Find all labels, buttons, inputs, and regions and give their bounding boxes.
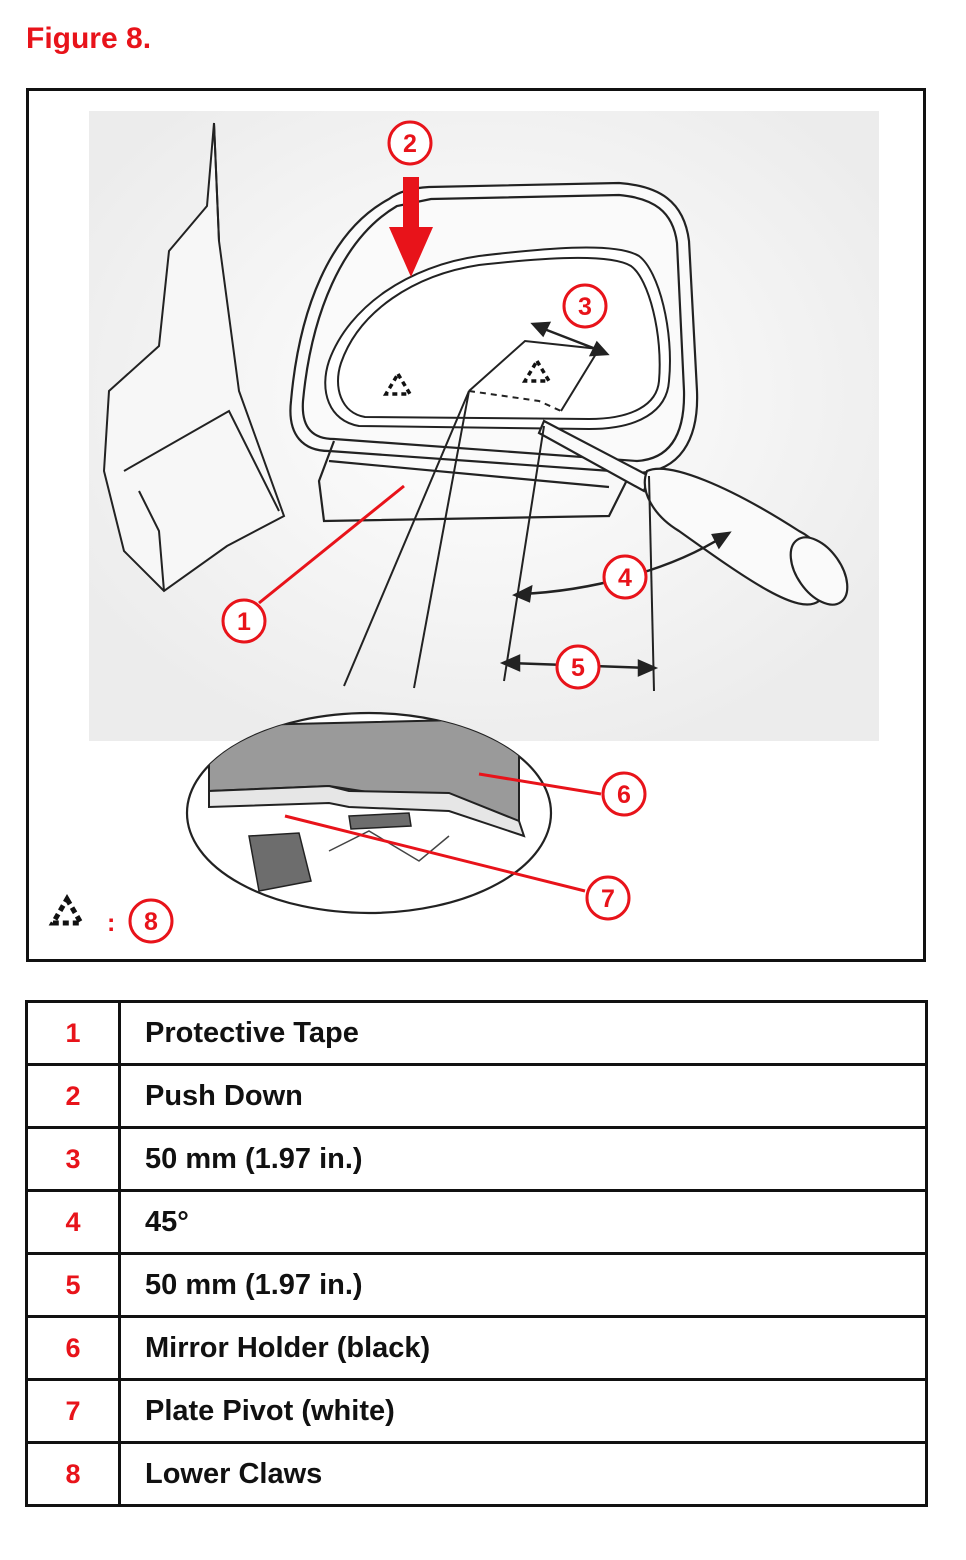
svg-text:3: 3 — [578, 293, 592, 321]
legend-row: 1 Protective Tape — [25, 1000, 928, 1066]
svg-text:5: 5 — [571, 654, 585, 682]
callout-4: 4 — [602, 554, 648, 600]
legend-description: Push Down — [118, 1063, 928, 1129]
callout-1: 1 — [221, 598, 267, 644]
legend-row: 4 45° — [25, 1189, 928, 1255]
dashed-triangle-icon — [48, 894, 86, 926]
legend-description: 45° — [118, 1189, 928, 1255]
svg-text::: : — [107, 909, 115, 937]
legend-description: 50 mm (1.97 in.) — [118, 1126, 928, 1192]
legend-row: 5 50 mm (1.97 in.) — [25, 1252, 928, 1318]
legend-number: 5 — [25, 1252, 121, 1318]
claw-shape — [248, 832, 312, 892]
callout-6: 6 — [601, 771, 647, 817]
figure-title: Figure 8. — [26, 22, 152, 55]
dimension-3-arrow — [530, 321, 610, 357]
legend-row: 6 Mirror Holder (black) — [25, 1315, 928, 1381]
callout-5: 5 — [555, 644, 601, 690]
svg-text:2: 2 — [403, 130, 417, 158]
screwdriver-tool — [537, 419, 849, 606]
callout-2: 2 — [387, 120, 433, 166]
zoom-inset — [185, 711, 553, 915]
legend-number: 3 — [25, 1126, 121, 1192]
legend-row: 3 50 mm (1.97 in.) — [25, 1126, 928, 1192]
legend-description: Lower Claws — [118, 1441, 928, 1507]
mirror-diagram: 1 2 3 4 5 6 7 : — [48, 111, 879, 944]
legend-number: 6 — [25, 1315, 121, 1381]
zoom-cone — [343, 339, 601, 689]
legend-number: 1 — [25, 1000, 121, 1066]
callout-8: 8 — [128, 898, 174, 944]
symbol-legend: : 8 — [48, 894, 174, 944]
svg-text:6: 6 — [617, 781, 631, 809]
mirror-mount — [102, 122, 286, 593]
plate-pivot-shape — [208, 784, 526, 838]
legend-number: 8 — [25, 1441, 121, 1507]
svg-text:4: 4 — [618, 564, 632, 592]
svg-text:8: 8 — [144, 908, 158, 936]
legend-description: Plate Pivot (white) — [118, 1378, 928, 1444]
dashed-triangle-icon — [382, 357, 553, 396]
push-down-arrow — [389, 177, 433, 277]
legend-description: 50 mm (1.97 in.) — [118, 1252, 928, 1318]
legend-description: Mirror Holder (black) — [118, 1315, 928, 1381]
diagram-frame: 1 2 3 4 5 6 7 : — [26, 88, 926, 962]
legend-number: 2 — [25, 1063, 121, 1129]
leader-lines — [258, 484, 602, 893]
legend-row: 7 Plate Pivot (white) — [25, 1378, 928, 1444]
callout-7: 7 — [585, 875, 631, 921]
measure-lines — [503, 425, 655, 692]
legend-row: 2 Push Down — [25, 1063, 928, 1129]
legend-description: Protective Tape — [118, 1000, 928, 1066]
callout-3: 3 — [562, 283, 608, 329]
legend-table: 1 Protective Tape 2 Push Down 3 50 mm (1… — [25, 1000, 928, 1507]
legend-row: 8 Lower Claws — [25, 1441, 928, 1507]
legend-number: 7 — [25, 1378, 121, 1444]
svg-text:7: 7 — [601, 885, 615, 913]
svg-text:1: 1 — [237, 608, 251, 636]
legend-number: 4 — [25, 1189, 121, 1255]
